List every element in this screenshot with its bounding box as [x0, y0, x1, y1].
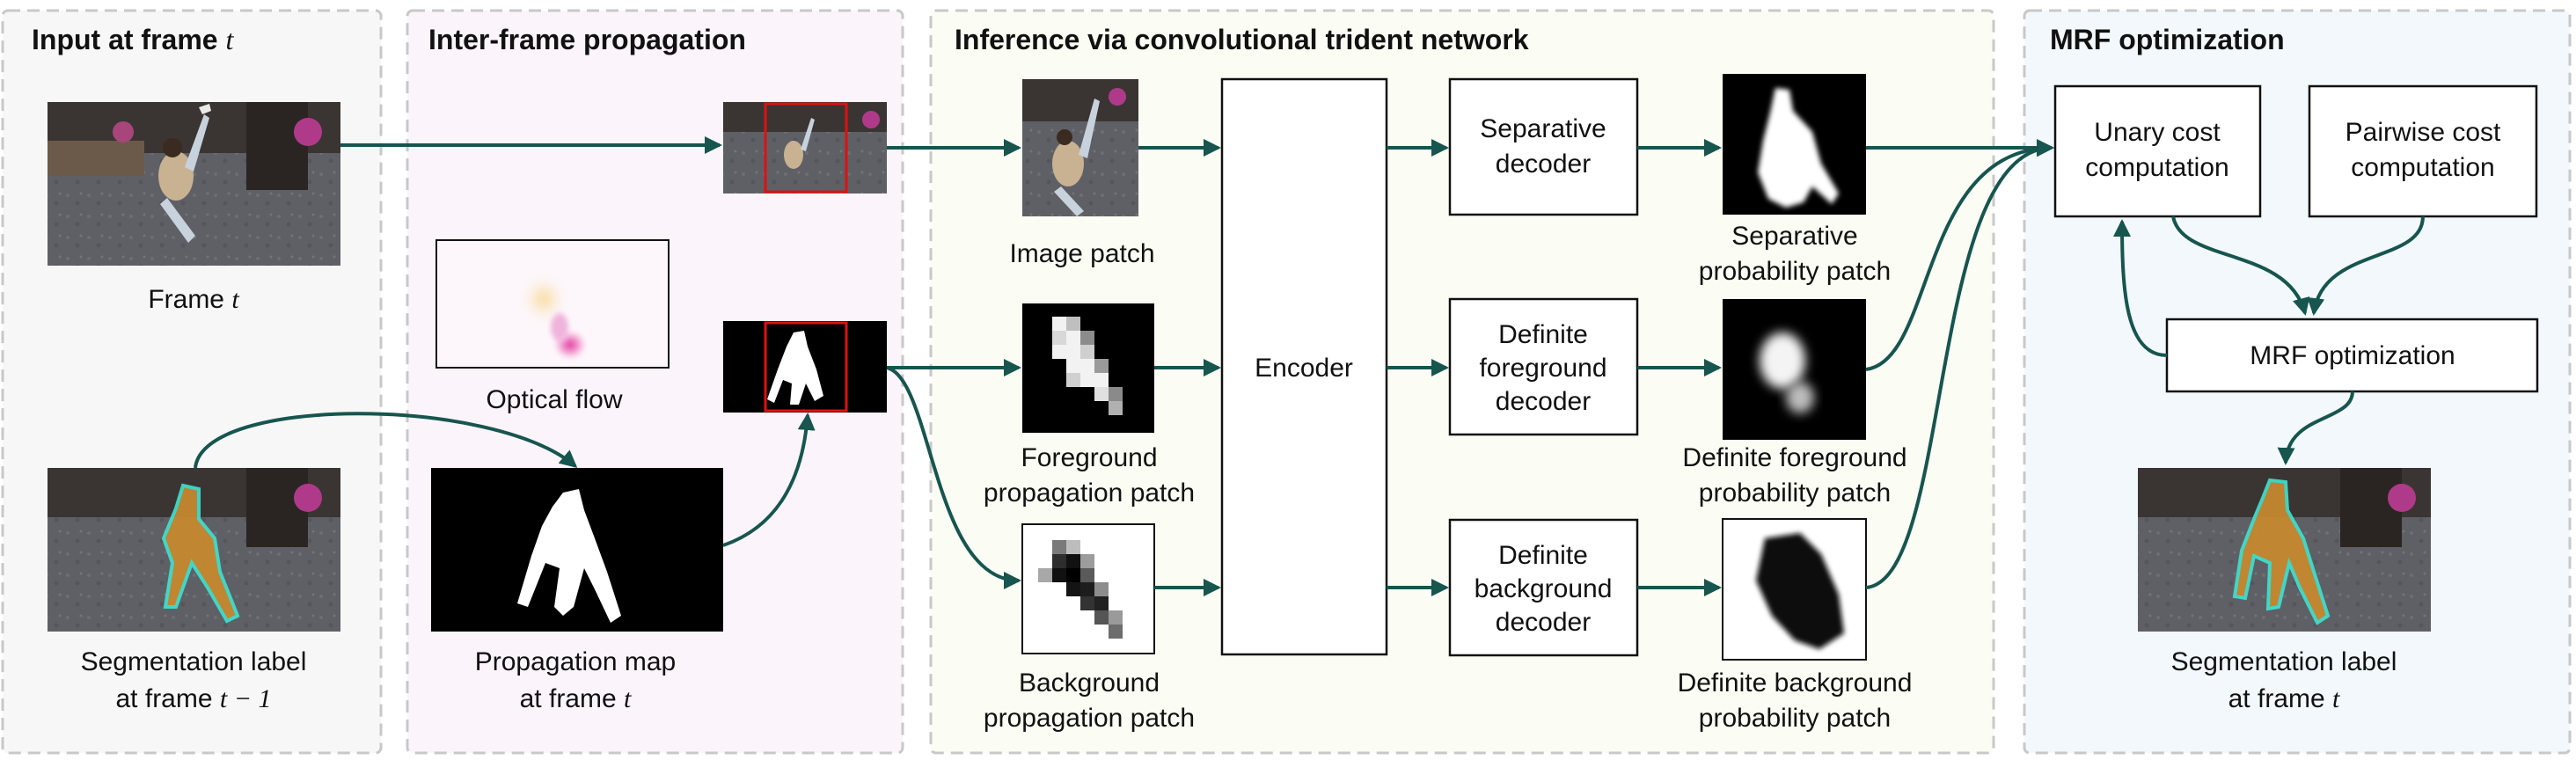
- definite-foreground-probability-patch: [1723, 299, 1866, 440]
- crop-highlight-box-2: [764, 321, 848, 413]
- caption-seg-prev-line1: Segmentation label: [81, 647, 307, 676]
- segmentation-label-output-image: [2138, 468, 2431, 632]
- panel-title-inference: Inference via convolutional trident netw…: [955, 24, 1529, 55]
- arrow-bgprob-to-unary: [1865, 139, 2054, 589]
- caption-def-fg-prob-line1: Definite foreground: [1682, 443, 1906, 472]
- caption-seg-prev-line2: at frame t − 1: [116, 684, 272, 713]
- arrow-crop-to-bg-patch: [886, 366, 1021, 589]
- pairwise-line1: Pairwise cost: [2345, 118, 2501, 147]
- sep-decoder-line1: Separative: [1480, 114, 1606, 143]
- caption-fg-patch-line1: Foreground: [1021, 443, 1157, 472]
- background-decoder-block: [1448, 518, 1639, 657]
- separative-probability-patch: [1723, 74, 1866, 215]
- caption-bg-patch-line1: Background: [1019, 668, 1160, 698]
- segmentation-label-prev-image: [48, 468, 340, 632]
- caption-sep-prob-line1: Separative: [1731, 222, 1857, 251]
- caption-def-fg-prob-line2: probability patch: [1699, 478, 1891, 508]
- caption-sep-prob-line2: probability patch: [1699, 257, 1891, 286]
- panel-title-propagation: Inter-frame propagation: [428, 24, 746, 55]
- encoder-block: [1220, 77, 1388, 656]
- unary-line2: computation: [2085, 153, 2228, 182]
- sep-decoder-line2: decoder: [1496, 150, 1591, 179]
- unary-line1: Unary cost: [2094, 118, 2221, 147]
- caption-def-bg-prob-line2: probability patch: [1699, 704, 1891, 733]
- cropped-frame-image: [723, 102, 887, 194]
- propagation-map-image: [431, 468, 723, 632]
- bg-decoder-line2: background: [1475, 574, 1613, 603]
- caption-fg-patch-line2: propagation patch: [984, 478, 1195, 508]
- panel-title-mrf: MRF optimization: [2050, 24, 2285, 55]
- panel-title-input: Input at frame t: [32, 24, 234, 55]
- arrow-mrf-to-unary: [2113, 219, 2168, 357]
- caption-def-bg-prob-line1: Definite background: [1678, 668, 1913, 698]
- image-patch: [1022, 79, 1138, 216]
- foreground-decoder-block: [1448, 297, 1639, 436]
- fg-decoder-line1: Definite: [1498, 320, 1588, 349]
- connectors: [194, 136, 2425, 596]
- pairwise-cost-block: [2308, 84, 2538, 218]
- arrow-seg-to-propmap: [194, 412, 578, 469]
- arrow-mrf-to-output: [2277, 391, 2354, 465]
- definite-background-probability-patch: [1722, 518, 1867, 661]
- caption-propagation-map-line2: at frame t: [520, 684, 632, 713]
- cropped-propagation-image: [723, 321, 887, 413]
- mrf-opt-label: MRF optimization: [2250, 341, 2455, 370]
- fg-decoder-line3: decoder: [1496, 387, 1591, 416]
- arrow-unary-to-mrf: [2171, 215, 2310, 316]
- unary-cost-block: [2053, 84, 2262, 218]
- caption-seg-out-line1: Segmentation label: [2171, 647, 2397, 676]
- arrow-propmap-to-crop: [722, 413, 816, 547]
- mrf-optimization-block: [2165, 318, 2539, 393]
- bg-decoder-line3: decoder: [1496, 608, 1591, 637]
- caption-image-patch: Image patch: [1009, 239, 1154, 268]
- arrow-fgprob-to-unary: [1865, 139, 2054, 371]
- caption-seg-out-line2: at frame t: [2228, 684, 2340, 713]
- separative-decoder-block: [1448, 77, 1639, 216]
- arrow-pairwise-to-mrf: [2307, 215, 2425, 316]
- bg-decoder-line1: Definite: [1498, 541, 1588, 570]
- fg-decoder-line2: foreground: [1479, 354, 1606, 383]
- caption-propagation-map-line1: Propagation map: [475, 647, 677, 676]
- caption-optical-flow: Optical flow: [486, 385, 622, 414]
- pairwise-line2: computation: [2351, 153, 2494, 182]
- encoder-label: Encoder: [1255, 354, 1353, 383]
- crop-highlight-box: [764, 102, 848, 194]
- caption-frame: Frame t: [148, 285, 239, 314]
- background-propagation-patch: [1021, 523, 1155, 654]
- optical-flow-image: [435, 239, 670, 369]
- foreground-propagation-patch: [1022, 303, 1154, 433]
- caption-bg-patch-line2: propagation patch: [984, 704, 1195, 733]
- frame-image: [48, 102, 340, 266]
